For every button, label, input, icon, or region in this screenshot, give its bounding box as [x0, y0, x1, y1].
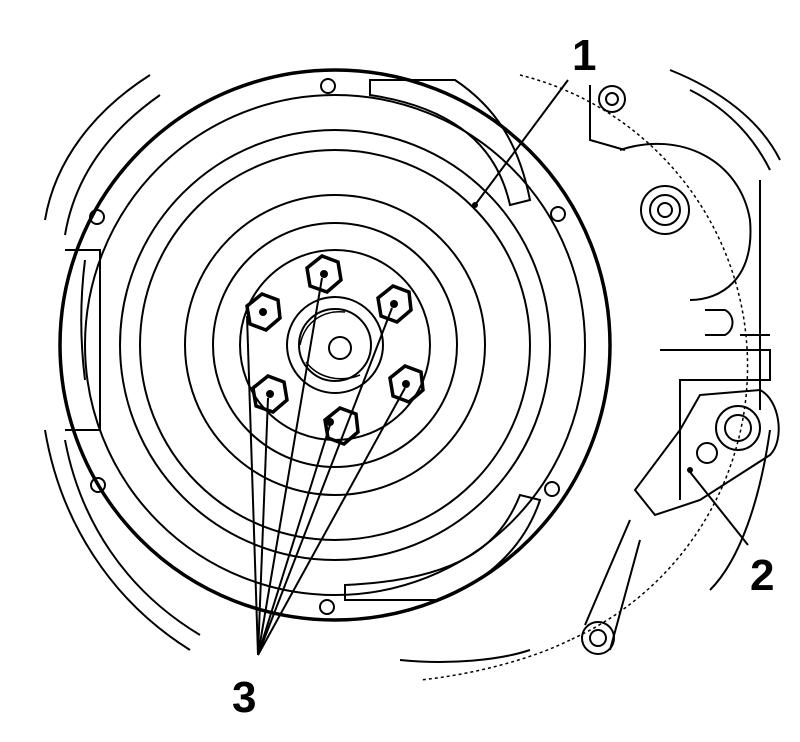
- bolt: [376, 284, 413, 325]
- engine-housing: [44, 69, 781, 663]
- flywheel: [58, 68, 749, 681]
- bolt: [388, 364, 425, 405]
- bolt: [305, 254, 343, 294]
- bolt: [251, 374, 289, 414]
- starter-assembly: [581, 85, 780, 655]
- callout-1: 1: [572, 31, 596, 80]
- bracket: [633, 388, 780, 517]
- bolt: [245, 292, 282, 333]
- leader-lines: [246, 79, 749, 656]
- callout-3: 3: [232, 673, 256, 722]
- flywheel-bolts: [245, 254, 425, 447]
- bolt: [323, 406, 360, 447]
- bracket-dot: [687, 467, 693, 473]
- ring-gear-teeth: [519, 74, 749, 641]
- callout-2: 2: [750, 551, 774, 600]
